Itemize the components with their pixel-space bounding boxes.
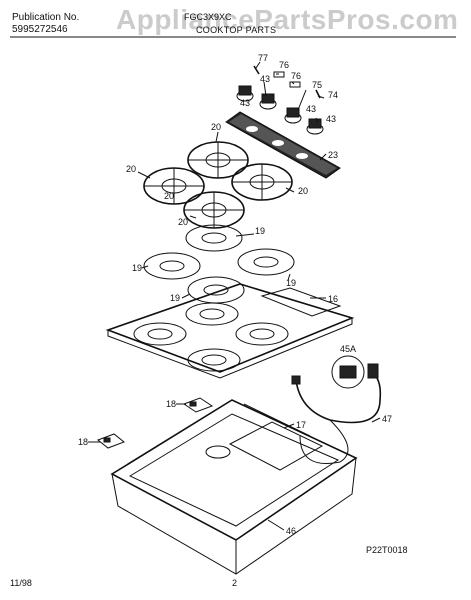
leader-lines	[88, 61, 381, 531]
drawing-code: P22T0018	[366, 545, 408, 555]
callout-20: 20	[164, 191, 174, 201]
drip-bowl	[237, 248, 295, 276]
connector-detail	[331, 355, 365, 389]
burner-box	[110, 399, 358, 575]
callout-16: 16	[328, 294, 338, 304]
callout-77: 77	[258, 53, 268, 63]
control-panel	[225, 111, 341, 179]
callout-74: 74	[328, 90, 338, 100]
callout-18: 18	[166, 399, 176, 409]
callout-20: 20	[126, 164, 136, 174]
callout-43: 43	[240, 98, 250, 108]
knob	[236, 85, 254, 102]
wiring-harness	[291, 363, 382, 464]
callout-76: 76	[279, 60, 289, 70]
cooktop-top	[105, 283, 355, 379]
model-number: FGC3X9XC	[184, 12, 232, 22]
burner-grate	[187, 141, 249, 179]
callout-19: 19	[132, 263, 142, 273]
footer-date: 11/98	[10, 578, 32, 588]
callout-43: 43	[326, 114, 336, 124]
callout-47: 47	[382, 414, 392, 424]
drip-bowl	[143, 252, 201, 280]
callout-20: 20	[178, 217, 188, 227]
callout-20: 20	[211, 122, 221, 132]
callout-18: 18	[78, 437, 88, 447]
callout-76: 76	[291, 71, 301, 81]
callout-43: 43	[306, 104, 316, 114]
switch-clip	[289, 81, 301, 88]
burner-grate	[231, 163, 293, 201]
callout-45a: 45A	[340, 344, 356, 354]
hinge	[182, 397, 214, 413]
spring-clip	[253, 65, 260, 75]
burner-grate	[143, 167, 205, 205]
publication-number: 5995272546	[12, 24, 68, 35]
callout-19: 19	[170, 293, 180, 303]
knob	[259, 93, 277, 110]
callout-19: 19	[255, 226, 265, 236]
watermark: AppliancePartsPros.com	[116, 4, 459, 35]
burner-grate	[183, 191, 245, 229]
drip-bowl	[185, 224, 243, 252]
callout-75: 75	[312, 80, 322, 90]
knob	[306, 118, 324, 135]
publication-label: Publication No.	[12, 12, 80, 23]
callout-43: 43	[260, 74, 270, 84]
callout-19: 19	[286, 278, 296, 288]
section-title: COOKTOP PARTS	[196, 25, 277, 35]
page-number: 2	[232, 578, 238, 588]
callout-17: 17	[296, 420, 306, 430]
callout-23: 23	[328, 150, 338, 160]
callout-20: 20	[298, 186, 308, 196]
knob	[284, 107, 302, 124]
hinge	[97, 433, 125, 449]
callout-46: 46	[286, 526, 296, 536]
